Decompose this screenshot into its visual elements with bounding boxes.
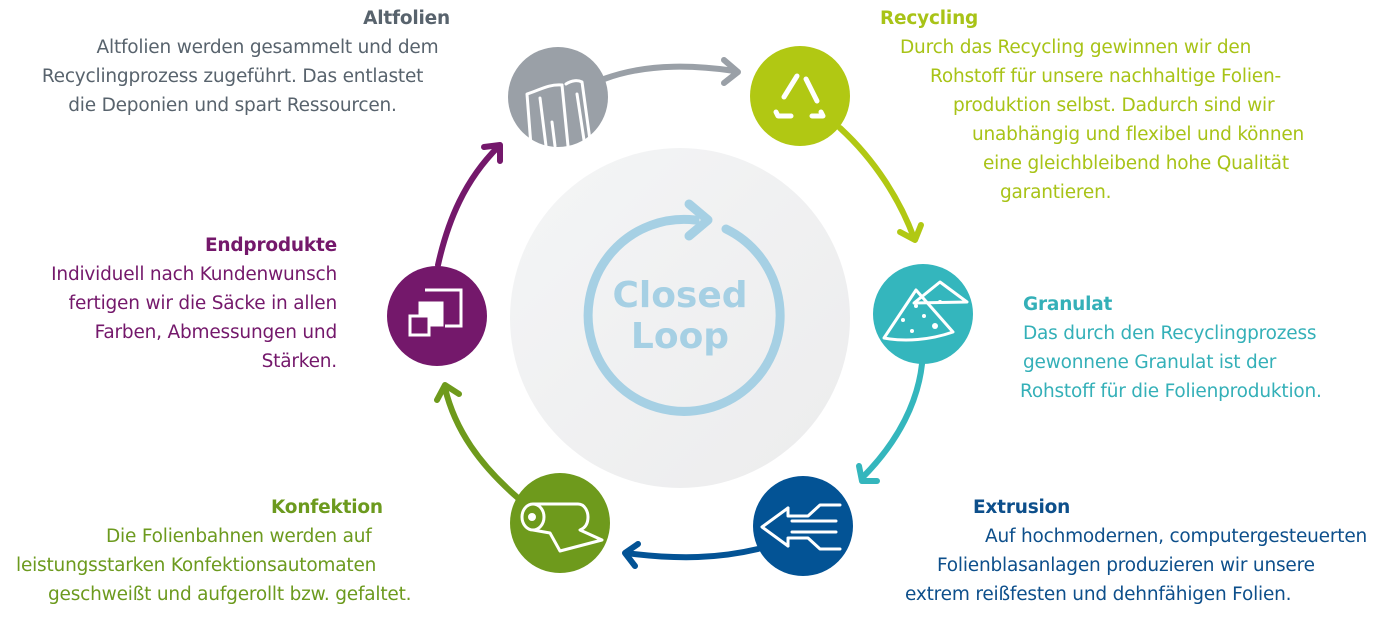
step-node-recycling bbox=[750, 46, 850, 146]
altfolien-line-3: die Deponien und spart Ressourcen. bbox=[68, 95, 397, 116]
extrusion-arrow-icon bbox=[760, 503, 842, 551]
step-text-endprodukte: Endprodukte Individuell nach Kundenwunsc… bbox=[0, 231, 337, 376]
arrow-altfolien-to-recycling bbox=[601, 57, 741, 86]
extrusion-line-1: Auf hochmodernen, computergesteuerten bbox=[985, 526, 1368, 547]
recycling-line-5: eine gleichbleibend hohe Qualität bbox=[983, 153, 1289, 174]
step-text-granulat: Granulat Das durch den Recyclingprozess … bbox=[1020, 290, 1322, 406]
endprodukte-line-3: Farben, Abmessungen und bbox=[94, 322, 338, 343]
extrusion-circle bbox=[753, 476, 853, 576]
step-text-konfektion: Konfektion Die Folienbahnen werden auf l… bbox=[16, 493, 412, 609]
step-text-altfolien: Altfolien Altfolien werden gesammelt und… bbox=[0, 4, 465, 120]
arrow-endprodukte-to-altfolien bbox=[435, 142, 503, 268]
extrusion-title: Extrusion bbox=[973, 497, 1071, 518]
extrusion-line-2: Folienblasanlagen produzieren wir unsere bbox=[937, 555, 1315, 576]
granulat-line-2: gewonnene Granulat ist der bbox=[1023, 352, 1277, 373]
endprodukte-line-4: Stärken. bbox=[261, 351, 338, 372]
endprodukte-line-2: fertigen wir die Säcke in allen bbox=[68, 293, 338, 314]
altfolien-line-1: Altfolien werden gesammelt und dem bbox=[96, 37, 439, 58]
step-node-endprodukte bbox=[387, 266, 487, 366]
recycling-line-1: Durch das Recycling gewinnen wir den bbox=[900, 37, 1252, 58]
recycling-line-2: Rohstoff für unsere nachhaltige Folien- bbox=[930, 66, 1281, 87]
konfektion-line-2: leistungsstarken Konfektionsautomaten bbox=[16, 555, 377, 576]
endprodukte-title: Endprodukte bbox=[204, 235, 337, 256]
altfolien-line-2: Recyclingprozess zugeführt. Das entlaste… bbox=[41, 66, 424, 87]
arrow-granulat-to-extrusion bbox=[856, 361, 925, 484]
step-text-extrusion: Extrusion Auf hochmodernen, computergest… bbox=[905, 493, 1367, 609]
stacked-squares-icon bbox=[408, 288, 463, 337]
altfolien-circle bbox=[508, 47, 608, 147]
granulate-dots bbox=[901, 300, 942, 333]
step-node-altfolien bbox=[508, 47, 608, 148]
center-label-line-1: Closed bbox=[612, 275, 747, 316]
center-label-line-2: Loop bbox=[631, 316, 729, 357]
arrow-extrusion-to-konfektion bbox=[622, 541, 761, 569]
recycling-line-3: produktion selbst. Dadurch sind wir bbox=[953, 95, 1275, 116]
altfolien-title: Altfolien bbox=[363, 8, 450, 29]
konfektion-title: Konfektion bbox=[271, 497, 383, 518]
center-background bbox=[510, 148, 850, 488]
konfektion-line-1: Die Folienbahnen werden auf bbox=[106, 526, 372, 547]
cycle-arrow-icon bbox=[583, 199, 785, 416]
recycling-line-4: unabhängig und flexibel und können bbox=[972, 124, 1305, 145]
konfektion-circle bbox=[510, 473, 610, 573]
film-sheets-icon bbox=[525, 79, 592, 148]
recycle-triangle-icon bbox=[773, 73, 826, 119]
konfektion-line-3: geschweißt und aufgerollt bzw. gefaltet. bbox=[48, 584, 412, 605]
extrusion-line-3: extrem reißfesten und dehnfähigen Folien… bbox=[905, 584, 1292, 605]
recycling-title: Recycling bbox=[880, 8, 979, 29]
recycling-line-6: garantieren. bbox=[1000, 182, 1112, 203]
center-hub: Closed Loop bbox=[510, 148, 850, 488]
step-node-extrusion bbox=[753, 476, 853, 576]
step-text-recycling: Recycling Durch das Recycling gewinnen w… bbox=[880, 4, 1304, 207]
endprodukte-line-1: Individuell nach Kundenwunsch bbox=[51, 264, 337, 285]
granulat-line-1: Das durch den Recyclingprozess bbox=[1023, 323, 1317, 344]
arrow-recycling-to-granulat bbox=[837, 125, 924, 243]
granulat-line-3: Rohstoff für die Folienproduktion. bbox=[1020, 381, 1322, 402]
step-node-granulat bbox=[873, 264, 973, 364]
film-roll-icon bbox=[520, 502, 604, 553]
recycling-circle bbox=[750, 46, 850, 146]
flow-arrows bbox=[434, 57, 925, 569]
granulat-title: Granulat bbox=[1023, 294, 1113, 315]
step-node-konfektion bbox=[510, 473, 610, 573]
granulat-circle bbox=[873, 264, 973, 364]
arrow-konfektion-to-endprodukte bbox=[434, 382, 521, 501]
